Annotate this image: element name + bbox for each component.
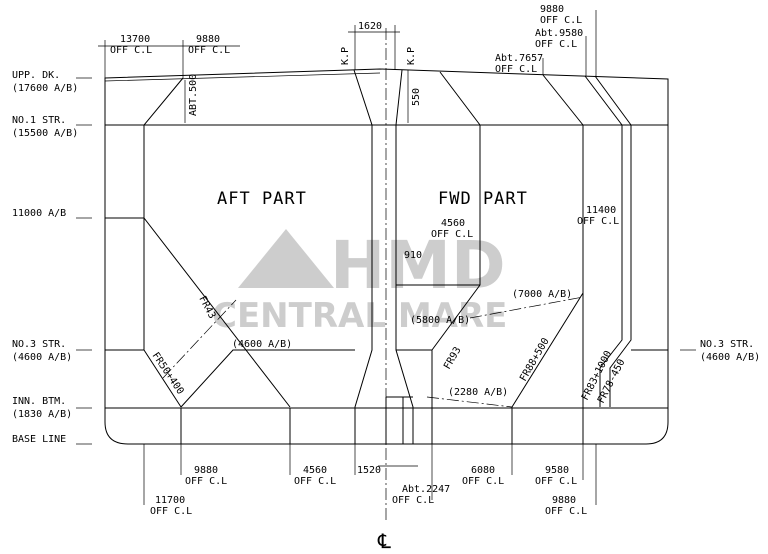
dim-550: 550 — [411, 88, 422, 106]
dim-4560-b-off: OFF C.L — [294, 476, 336, 487]
dim-9880-br: 9880 — [552, 495, 576, 506]
abt-500: ABT.500 — [188, 74, 199, 116]
ab2280: (2280 A/B) — [448, 387, 508, 398]
watermark-subtext: CENTRAL MARE — [212, 296, 507, 336]
no3-str-ab-label: (4600 A/B) — [12, 352, 72, 363]
abt-2247: Abt.2247 — [402, 484, 450, 495]
dim-910: 910 — [404, 250, 422, 261]
inn-btm-ab-label: (1830 A/B) — [12, 409, 72, 420]
top-dimensions — [98, 10, 597, 123]
base-line-label: BASE LINE — [12, 434, 66, 445]
level-labels: UPP. DK. (17600 A/B) NO.1 STR. (15500 A/… — [12, 70, 760, 445]
no3-str-right-ab-label: (4600 A/B) — [700, 352, 760, 363]
inn-btm-label: INN. BTM. — [12, 396, 66, 407]
aft-tank-boundaries — [105, 77, 355, 444]
upp-dk-ab-label: (17600 A/B) — [12, 83, 78, 94]
dim-9880-b-off: OFF C.L — [185, 476, 227, 487]
fr93: FR93 — [442, 345, 464, 371]
bottom-dimension-labels: 9880 OFF C.L 4560 OFF C.L 1520 Abt.2247 … — [150, 465, 587, 553]
dim-9580: 9580 — [545, 465, 569, 476]
dim-1520: 1520 — [357, 465, 381, 476]
ab7000: (7000 A/B) — [512, 289, 572, 300]
watermark-text: HMD — [330, 227, 506, 304]
top-dimension-labels: 13700 OFF C.L 9880 OFF C.L 1620 K.P K.P … — [110, 4, 583, 116]
fr88: FR88+500 — [518, 336, 552, 383]
dim-6080-off: OFF C.L — [462, 476, 504, 487]
centerline-symbol: ℄ — [377, 529, 391, 553]
abt-2247-off: OFF C.L — [392, 495, 434, 506]
dim-13700-off: OFF C.L — [110, 45, 152, 56]
ab4600: (4600 A/B) — [232, 339, 292, 350]
watermark: HMD CENTRAL MARE — [212, 227, 507, 336]
dim-11700-off: OFF C.L — [150, 506, 192, 517]
dim-4560-mid-off: OFF C.L — [431, 229, 473, 240]
kp-right: K.P — [406, 47, 417, 65]
aft-part-label: AFT PART — [217, 189, 307, 209]
abt-9580: Abt.9580 — [535, 28, 583, 39]
dim-9880-top-off: OFF C.L — [188, 45, 230, 56]
bottom-dimensions — [143, 444, 597, 505]
abt-9580-off: OFF C.L — [535, 39, 577, 50]
no1-str-label: NO.1 STR. — [12, 115, 66, 126]
ab11000-label: 11000 A/B — [12, 208, 66, 219]
dim-11400: 11400 — [586, 205, 616, 216]
dim-9580-off: OFF C.L — [535, 476, 577, 487]
abt-7657: Abt.7657 — [495, 53, 543, 64]
upp-dk-label: UPP. DK. — [12, 70, 60, 81]
no3-str-label: NO.3 STR. — [12, 339, 66, 350]
dim-4560-mid: 4560 — [441, 218, 465, 229]
no1-str-ab-label: (15500 A/B) — [12, 128, 78, 139]
fr50: FR50+400 — [150, 351, 186, 397]
dim-11400-off: OFF C.L — [577, 216, 619, 227]
ab5800: (5800 A/B) — [410, 315, 470, 326]
watermark-triangle-icon — [238, 229, 334, 288]
fwd-part-label: FWD PART — [438, 189, 528, 209]
dim-11700: 11700 — [155, 495, 185, 506]
dim-9880-tr-off: OFF C.L — [540, 15, 582, 26]
dim-4560-b: 4560 — [303, 465, 327, 476]
abt-7657-off: OFF C.L — [495, 64, 537, 75]
dim-9880-br-off: OFF C.L — [545, 506, 587, 517]
dim-6080: 6080 — [471, 465, 495, 476]
no3-str-right-label: NO.3 STR. — [700, 339, 754, 350]
dim-13700: 13700 — [120, 34, 150, 45]
dim-1620: 1620 — [358, 21, 382, 32]
kp-left: K.P — [340, 47, 351, 65]
dim-9880-tr: 9880 — [540, 4, 564, 15]
dim-9880-b: 9880 — [194, 465, 218, 476]
level-marks — [76, 77, 696, 445]
dim-9880-top: 9880 — [196, 34, 220, 45]
fwd-tank-boundaries — [396, 71, 668, 444]
